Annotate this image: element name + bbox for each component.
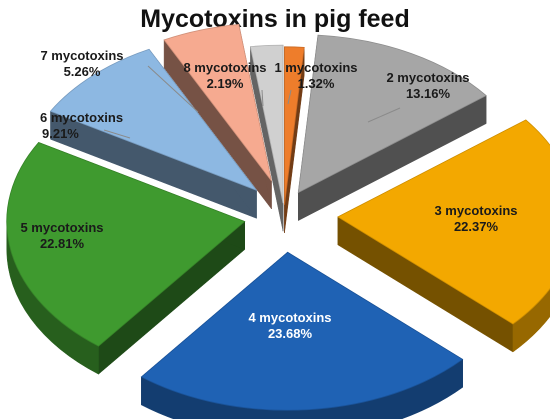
- slice-label-1: 1 mycotoxins: [274, 60, 357, 75]
- chart-title: Mycotoxins in pig feed: [140, 5, 409, 33]
- slice-label-6: 6 mycotoxins: [40, 110, 123, 125]
- leader-line-6: [103, 129, 131, 139]
- slice-label-4: 4 mycotoxins: [248, 310, 331, 325]
- slice-value-8: 2.19%: [207, 76, 244, 91]
- slice-label-5: 5 mycotoxins: [20, 220, 103, 235]
- pie-slice-5: [6, 141, 246, 347]
- leader-line-2: [367, 107, 401, 123]
- slice-outer-wall-3-0: [512, 288, 550, 353]
- leader-line-7: [147, 65, 199, 113]
- slice-value-2: 13.16%: [406, 86, 451, 101]
- pie-slice-8: [249, 44, 284, 204]
- slice-value-4: 23.68%: [268, 326, 313, 341]
- slice-value-5: 22.81%: [40, 236, 85, 251]
- slice-value-1: 1.32%: [298, 76, 335, 91]
- pie-tops: [6, 23, 550, 411]
- pie-slice-7: [163, 23, 272, 182]
- leader-line-1: [287, 89, 292, 105]
- slice-value-6: 9.21%: [42, 126, 79, 141]
- slice-label-3: 3 mycotoxins: [434, 203, 517, 218]
- leader-line-8: [261, 89, 264, 107]
- slice-label-8: 8 mycotoxins: [183, 60, 266, 75]
- pie-slice-6: [49, 48, 258, 192]
- slice-label-2: 2 mycotoxins: [386, 70, 469, 85]
- pie-slice-1: [284, 46, 305, 205]
- slice-value-7: 5.26%: [64, 64, 101, 79]
- pie-slice-3: [337, 119, 550, 325]
- pie-slice-2: [297, 34, 487, 194]
- slice-label-7: 7 mycotoxins: [40, 48, 123, 63]
- pie-slice-4: [140, 251, 464, 411]
- slice-value-3: 22.37%: [454, 219, 499, 234]
- leader-lines: [103, 65, 401, 139]
